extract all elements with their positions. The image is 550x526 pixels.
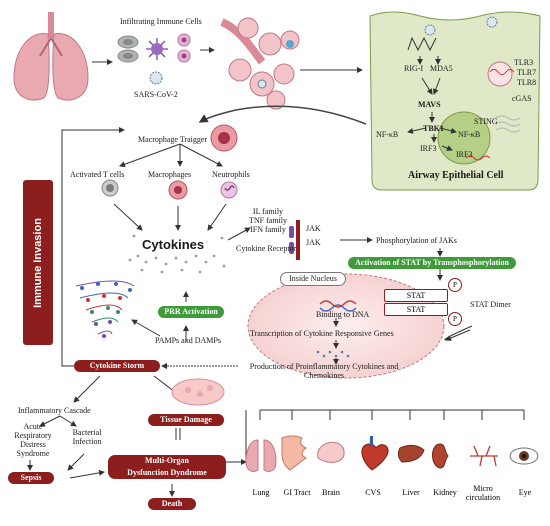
production-label: Production of Proinflammatory Cytokines …	[249, 362, 399, 380]
death-pill: Death	[148, 498, 196, 510]
sting-label: STING	[474, 117, 498, 126]
virus-label: SARS-CoV-2	[134, 90, 178, 99]
jak2-label: JAK	[306, 238, 321, 247]
organ-brain	[317, 441, 345, 463]
organ-label-lung: Lung	[252, 488, 270, 497]
cytokine-storm-pill: Cytokine Storm	[74, 360, 160, 372]
epithelial-cell	[369, 11, 541, 191]
activated-t-cells-label: Activated T cells	[70, 170, 125, 179]
rigi-label: RIG-I	[404, 64, 424, 73]
phospho-p-1: P	[448, 278, 462, 292]
alveoli-illustration	[220, 17, 300, 110]
macrophage-trigger-label: Macrophage Traigger	[138, 135, 208, 144]
tbk1-label: TBK1	[423, 124, 444, 133]
immune-invasion-loop	[61, 127, 125, 367]
mda5-label: MDA5	[430, 64, 453, 73]
cytokine-receptor-label: Cytokine Receptor	[236, 244, 297, 253]
organ-label-liver: Liver	[402, 488, 420, 497]
organ-microcirculation	[470, 445, 498, 467]
phosphorylation-label: Phosphorylation of JAKs	[376, 236, 457, 245]
binding-dna-label: Binding to DNA	[316, 310, 370, 319]
macrophage-cell	[210, 124, 238, 152]
inside-nucleus-pill: Inside Nucleus	[280, 272, 346, 286]
inflammatory-cascade-label: Inflammatory Cascade	[18, 406, 91, 415]
prr-activation-pill: PRR Activation	[158, 306, 224, 318]
organ-lung	[245, 439, 277, 473]
mavs-label: MAVS	[418, 100, 441, 109]
cytokines-label: Cytokines	[142, 237, 205, 252]
organ-gi-tract	[281, 435, 307, 471]
tissue-damage-pill: Tissue Damage	[148, 414, 224, 426]
infiltrating-cells-label: Infiltrating Immune Cells	[120, 17, 202, 26]
organ-label-micro: Micro circulation	[465, 484, 501, 502]
immune-cells-row2	[101, 179, 238, 200]
macrophages-label: Macrophages	[148, 170, 192, 179]
epithelial-title: Airway Epithelial Cell	[408, 170, 504, 181]
organ-label-eye: Eye	[518, 488, 532, 497]
activation-stat-pill: Activation of STAT by Transphosphorylati…	[348, 257, 516, 269]
nfkb-right-label: NF-κB	[458, 130, 481, 139]
immune-invasion-bar: Immune Invasion	[23, 180, 53, 345]
tlr3-label: TLR3	[514, 58, 534, 67]
nfkb-left-label: NF-κB	[376, 130, 399, 139]
sepsis-pill: Sepsis	[8, 472, 54, 484]
organ-label-cvs: CVS	[365, 488, 381, 497]
multi-organ-pill: Multi-Organ Dysfunction Dyndrome	[108, 455, 226, 479]
organ-liver	[397, 444, 425, 463]
tlr8-label: TLR8	[517, 78, 537, 87]
irf3-left-label: IRF3	[420, 144, 437, 153]
immune-cells-group	[117, 33, 191, 85]
bacterial-infection-label: Bacterial Infection	[72, 428, 102, 446]
storm-spiral	[75, 280, 135, 338]
tlr7-label: TLR7	[517, 68, 537, 77]
jak1-label: JAK	[306, 224, 321, 233]
organ-heart	[361, 436, 389, 471]
pamps-damps-label: PAMPs and DAMPs	[155, 336, 221, 345]
stat-dimer-label: STAT Dimer	[470, 300, 511, 309]
ards-label: Acute Respiratory Distress Syndrome	[14, 422, 52, 458]
stat-box-2: STAT	[384, 303, 448, 316]
transcription-label: Transcription of Cytokine Responsive Gen…	[250, 329, 394, 338]
neutrophils-label: Neutrophils	[212, 170, 250, 179]
organ-eye	[509, 447, 539, 465]
cytokine-families: IL family TNF family IFN family	[249, 207, 287, 234]
arrow-epithelial-to-macrophage	[198, 105, 367, 125]
organ-label-gi: GI Tract	[283, 488, 311, 497]
organ-label-brain: Brain	[322, 488, 340, 497]
organ-label-kidney: Kidney	[433, 488, 457, 497]
organ-bracket	[245, 409, 525, 462]
irf3-right-label: IRF3	[456, 150, 473, 159]
cytokine-receptor	[289, 220, 300, 260]
cytokine-dots	[128, 234, 226, 274]
immune-invasion-label: Immune Invasion	[32, 217, 44, 308]
cgas-label: cGAS	[512, 94, 532, 103]
stat-box-1: STAT	[384, 289, 448, 302]
organ-kidney	[432, 443, 449, 469]
tissue-damage-illustration	[171, 378, 225, 406]
lungs-illustration	[13, 12, 89, 101]
phospho-p-2: P	[448, 312, 462, 326]
